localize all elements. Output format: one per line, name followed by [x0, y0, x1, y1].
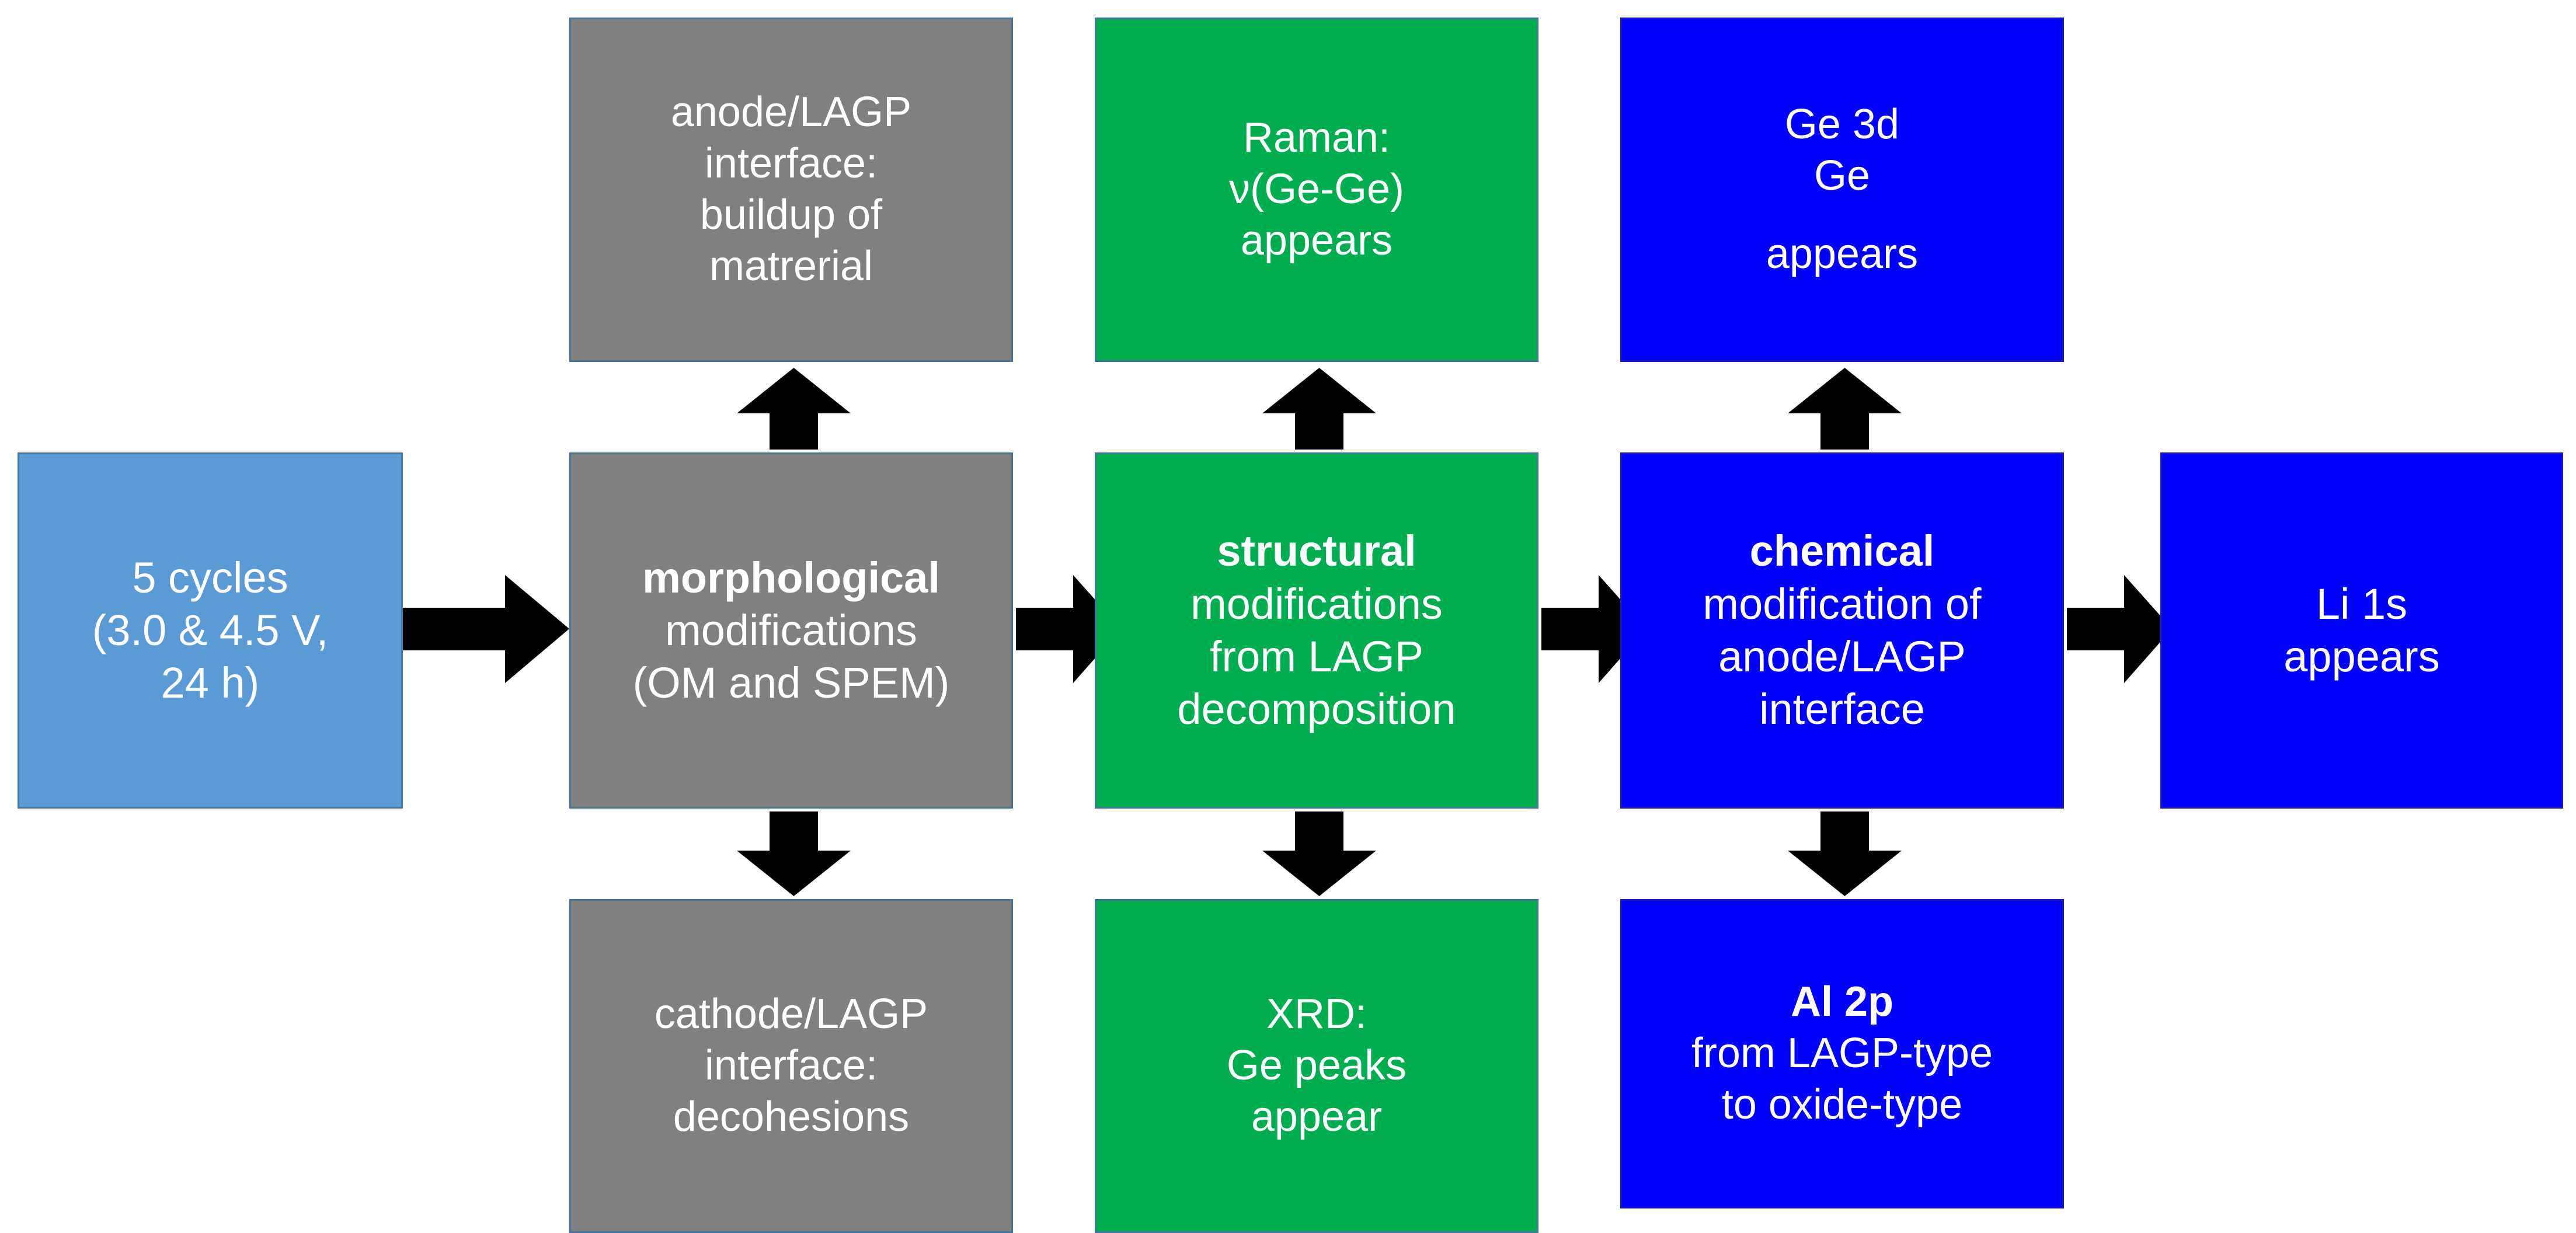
start-node-line-2: (3.0 & 4.5 V,: [92, 605, 329, 654]
start-node-line-1: 5 cycles: [132, 553, 288, 602]
cathode-node-line-1: cathode/LAGP: [654, 991, 928, 1038]
anode-node-line-3: buildup of: [699, 191, 883, 238]
arrow-structural-to-xrd: [1262, 811, 1376, 896]
ge-3d-node-line-3: appears: [1766, 230, 1919, 277]
arrow-chemical-to-al2p: [1788, 811, 1902, 896]
anode-node-line-2: interface:: [704, 140, 878, 187]
arrow-up-icon: [1788, 368, 1902, 450]
structural-node-line-3: from LAGP: [1210, 632, 1423, 681]
arrow-start-to-morphological: [403, 575, 569, 683]
structural-node-line-2: modifications: [1190, 579, 1443, 628]
morphological-node-line-3: (OM and SPEM): [632, 659, 950, 708]
arrow-up-icon: [1262, 368, 1376, 450]
raman-node-line-3: appears: [1240, 217, 1393, 264]
ge-3d-node[interactable]: Ge 3d Ge appears: [1620, 18, 2064, 362]
chemical-node-line-2: modification of: [1703, 579, 1982, 628]
raman-node-line-2: ν(Ge-Ge): [1228, 166, 1405, 213]
al-2p-node-line-1: Al 2p: [1790, 978, 1894, 1026]
cathode-lagp-interface-node[interactable]: cathode/LAGP interface: decohesions: [569, 899, 1013, 1233]
arrow-chemical-to-li1s: [2067, 575, 2172, 683]
al-2p-node-line-3: to oxide-type: [1721, 1081, 1963, 1128]
start-node-line-3: 24 h): [161, 659, 260, 708]
al-2p-node-line-2: from LAGP-type: [1691, 1030, 1993, 1077]
cathode-node-line-2: interface:: [704, 1042, 878, 1089]
anode-node-line-1: anode/LAGP: [670, 89, 912, 136]
arrow-structural-to-raman: [1262, 368, 1376, 450]
arrow-down-icon: [1262, 811, 1376, 896]
start-node[interactable]: 5 cycles (3.0 & 4.5 V, 24 h): [18, 452, 403, 809]
arrow-up-icon: [737, 368, 851, 450]
li-1s-node-line-2: appears: [2283, 632, 2440, 681]
anode-lagp-interface-node[interactable]: anode/LAGP interface: buildup of matreri…: [569, 18, 1013, 362]
xrd-node-line-3: appear: [1251, 1093, 1383, 1140]
arrow-right-icon: [403, 575, 569, 683]
ge-3d-node-line-1: Ge 3d: [1784, 101, 1900, 148]
xrd-node-line-1: XRD:: [1266, 991, 1367, 1038]
chemical-modification-node[interactable]: chemical modification of anode/LAGP inte…: [1620, 452, 2064, 809]
morphological-node-line-1: morphological: [642, 553, 940, 602]
arrow-down-icon: [1788, 811, 1902, 896]
morphological-modifications-node[interactable]: morphological modifications (OM and SPEM…: [569, 452, 1013, 809]
arrow-right-icon: [2067, 575, 2172, 683]
chemical-node-line-3: anode/LAGP: [1718, 632, 1966, 681]
raman-node[interactable]: Raman: ν(Ge-Ge) appears: [1095, 18, 1538, 362]
structural-node-line-1: structural: [1217, 527, 1416, 576]
xrd-node-line-2: Ge peaks: [1226, 1042, 1407, 1089]
morphological-node-line-2: modifications: [665, 605, 917, 654]
structural-node-line-4: decomposition: [1177, 685, 1456, 734]
arrow-down-icon: [737, 811, 851, 896]
li-1s-node-line-1: Li 1s: [2316, 579, 2408, 628]
cathode-node-line-3: decohesions: [673, 1093, 910, 1140]
xrd-node[interactable]: XRD: Ge peaks appear: [1095, 899, 1538, 1233]
chemical-node-line-4: interface: [1759, 685, 1925, 734]
li-1s-node[interactable]: Li 1s appears: [2160, 452, 2563, 809]
ge-3d-node-line-2: Ge: [1813, 152, 1871, 200]
raman-node-line-1: Raman:: [1242, 114, 1391, 162]
arrow-morphological-to-anode: [737, 368, 851, 450]
structural-modifications-node[interactable]: structural modifications from LAGP decom…: [1095, 452, 1538, 809]
arrow-morphological-to-cathode: [737, 811, 851, 896]
anode-node-line-4: matrerial: [709, 242, 873, 290]
al-2p-node[interactable]: Al 2p from LAGP-type to oxide-type: [1620, 899, 2064, 1208]
arrow-chemical-to-ge3d: [1788, 368, 1902, 450]
chemical-node-line-1: chemical: [1749, 527, 1935, 576]
